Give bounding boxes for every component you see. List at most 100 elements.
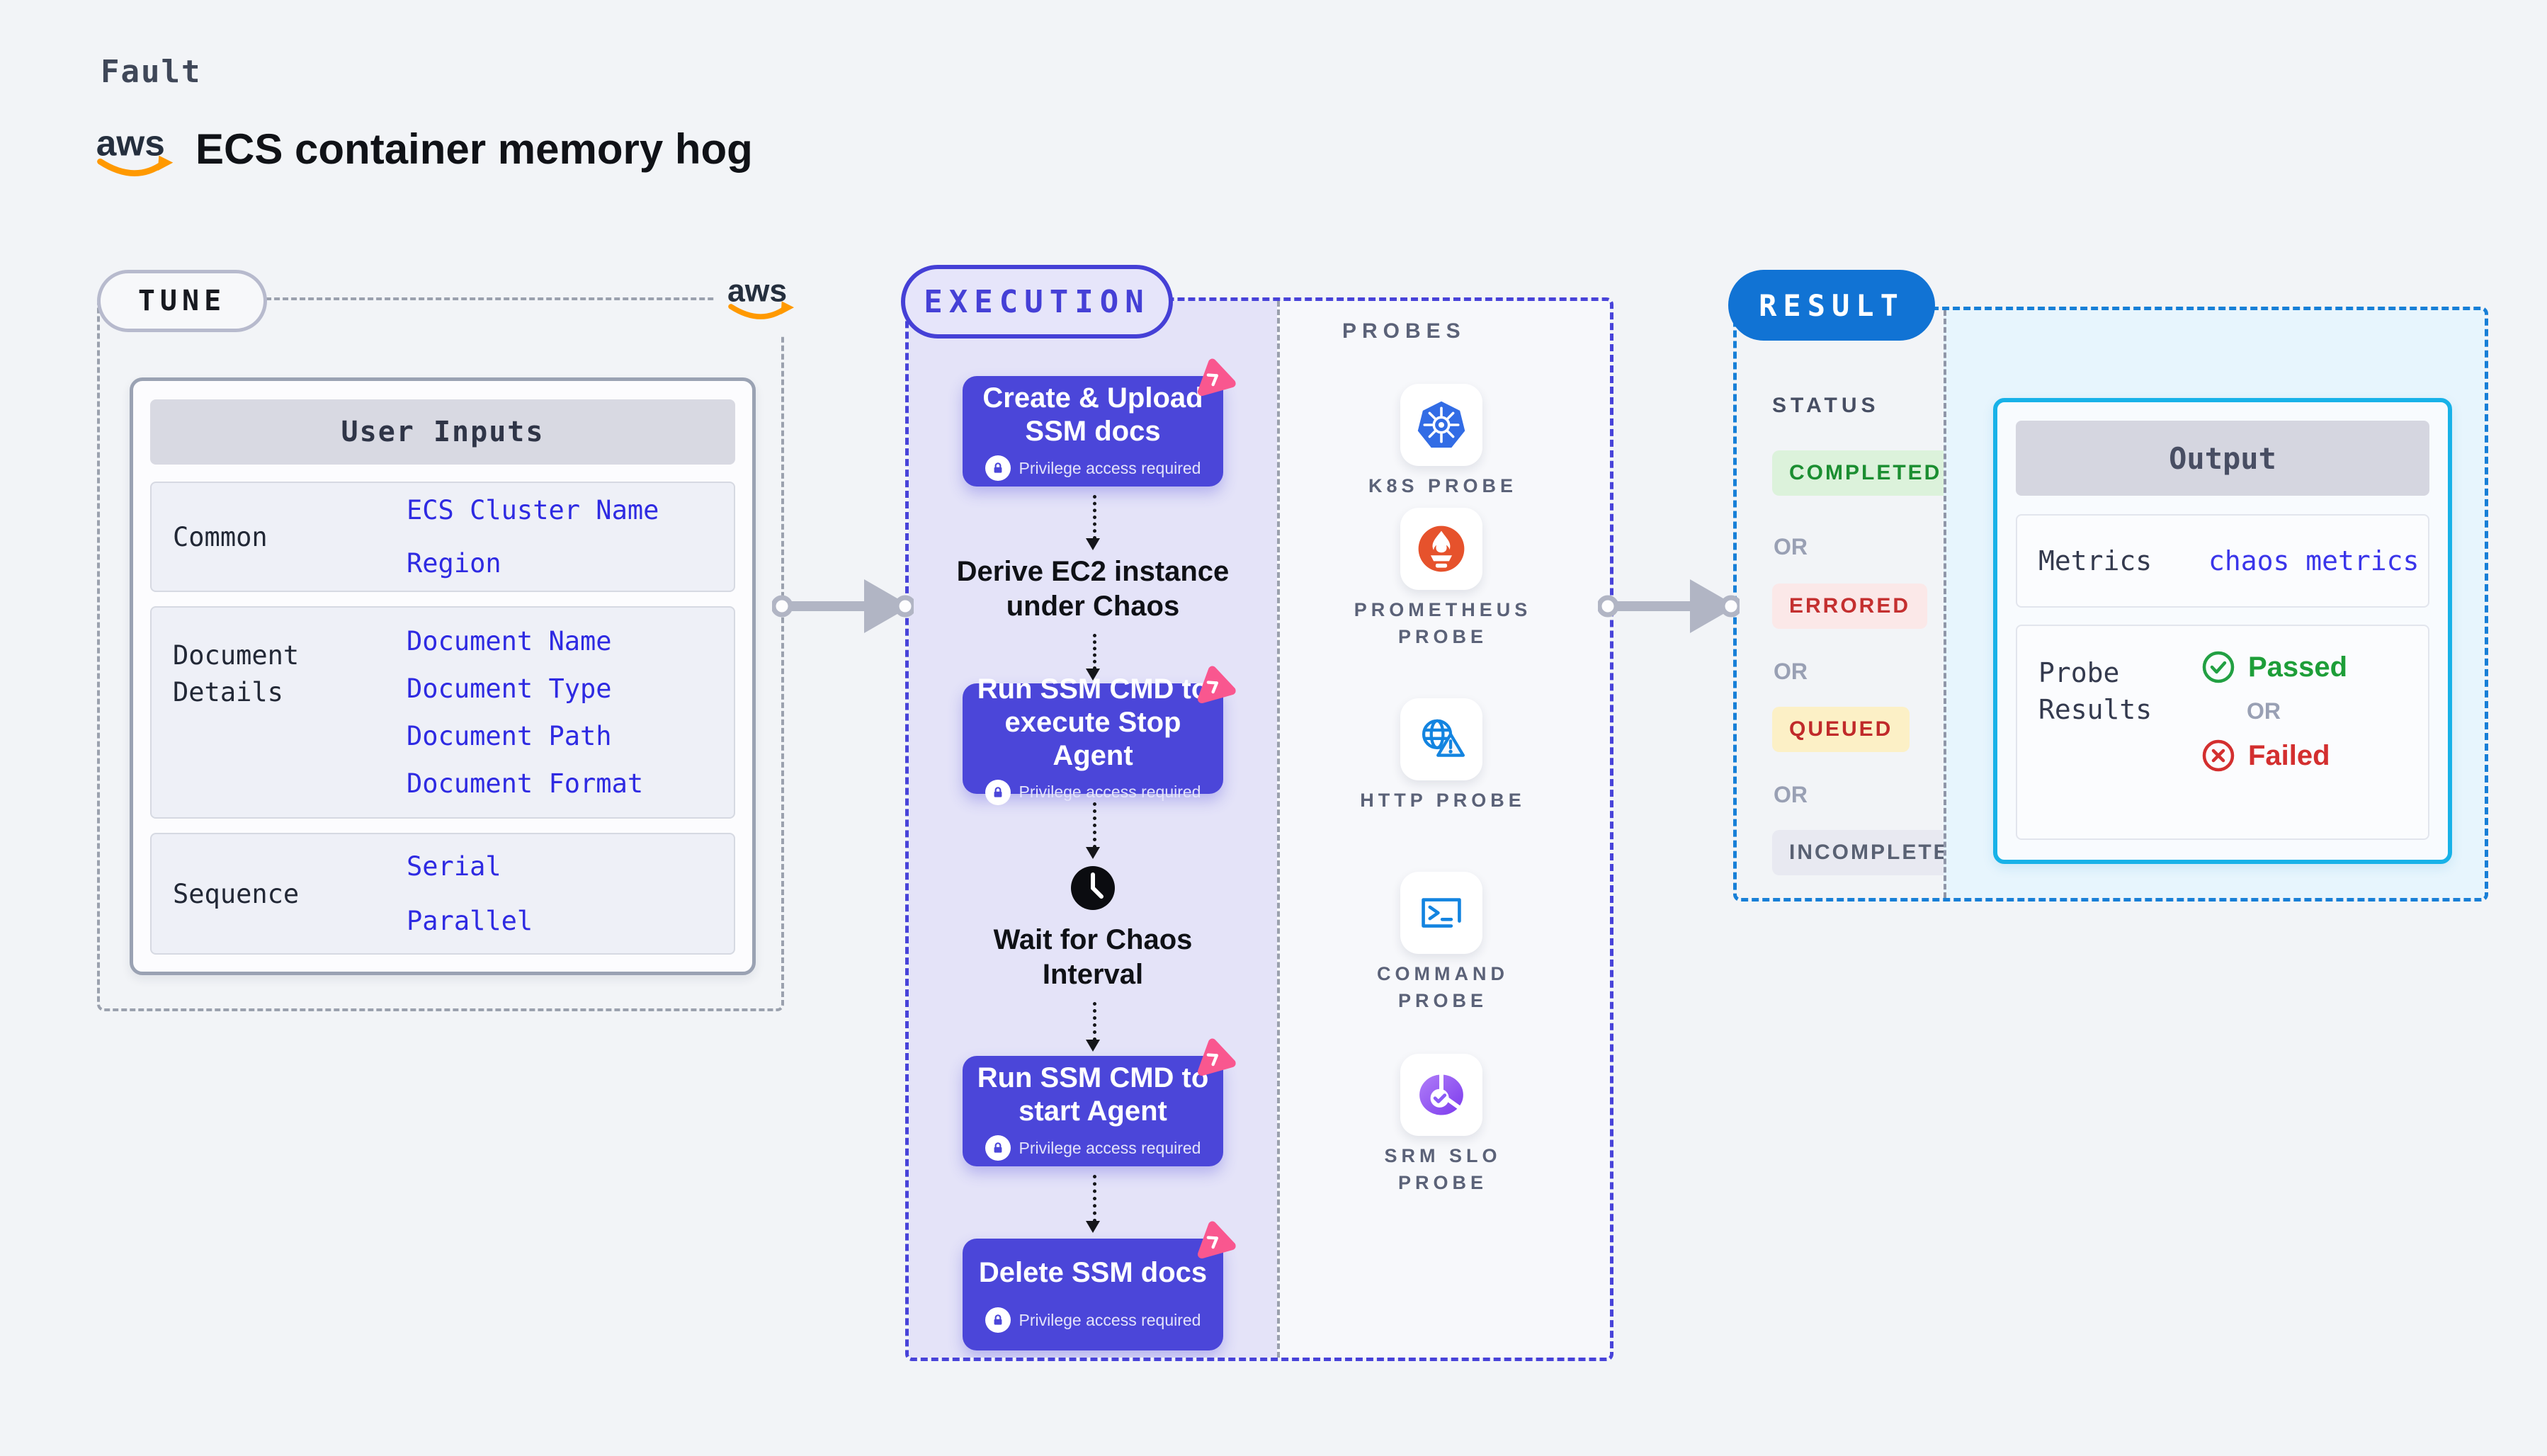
input-value: Parallel (407, 906, 533, 936)
output-header: Output (2016, 421, 2429, 496)
input-group-values: ECS Cluster Name Region (407, 483, 734, 591)
probes-panel: PROBES K8S PROBE (1277, 301, 1610, 1358)
input-group-sequence: Sequence Serial Parallel (150, 833, 735, 955)
input-value: Document Format (407, 768, 644, 799)
execution-steps-panel: Create & Upload SSM docs Privilege acces… (909, 301, 1277, 1358)
probe-results-label: Probe Results (2038, 657, 2152, 725)
metrics-value: chaos metrics (2208, 545, 2420, 576)
step-run-ssm-cmd-start-agent: Run SSM CMD to start Agent Privilege acc… (963, 1038, 1236, 1166)
aws-logo-icon: aws (727, 273, 795, 319)
probe-label-prometheus: PROMETHEUS PROBE (1354, 599, 1532, 647)
metrics-label: Metrics (2038, 545, 2152, 576)
input-group-common: Common ECS Cluster Name Region (150, 482, 735, 592)
step-create-upload-ssm-docs: Create & Upload SSM docs Privilege acces… (963, 358, 1236, 487)
input-value: Document Path (407, 721, 612, 751)
step-label: Delete SSM docs (978, 1257, 1208, 1288)
output-card: Output Metrics chaos metrics Probe Resul… (1993, 398, 2452, 864)
step-delete-ssm-docs: Delete SSM docs Privilege access require… (963, 1221, 1236, 1350)
input-group-label: Sequence (173, 878, 300, 909)
privilege-note-text: Privilege access required (1019, 783, 1201, 801)
input-group-label: Document Details (173, 640, 300, 707)
fault-kicker: Fault (101, 54, 202, 90)
failed-line: Failed (2201, 739, 2347, 773)
failed-label: Failed (2248, 739, 2330, 771)
privilege-note-text: Privilege access required (1019, 458, 1201, 477)
flow-connector (1082, 1002, 1104, 1052)
privilege-note-text: Privilege access required (1019, 1138, 1201, 1157)
input-value: Serial (407, 851, 501, 882)
probe-label-http: HTTP PROBE (1360, 790, 1526, 811)
flow-connector (1082, 1175, 1104, 1233)
step-wait-for-chaos-interval: Wait for Chaos Interval (909, 923, 1277, 992)
step-label: Wait for Chaos (993, 924, 1193, 955)
step-label: Run SSM CMD to (977, 673, 1209, 705)
user-inputs-header: User Inputs (150, 399, 735, 465)
or-label: OR (1774, 534, 1808, 559)
step-label: Create & Upload (982, 382, 1203, 414)
prometheus-icon (1418, 525, 1465, 572)
probe-card-k8s (1400, 384, 1482, 466)
http-probe-icon (1422, 719, 1465, 757)
tune-section-box (97, 297, 784, 1011)
step-label: Run SSM CMD to (977, 1062, 1209, 1093)
status-badge-queued: QUEUED (1772, 707, 1910, 752)
or-label: OR (2247, 698, 2281, 724)
step-label: Interval (1042, 959, 1144, 990)
svg-text:aws: aws (96, 123, 165, 164)
lock-icon (985, 779, 1011, 805)
x-circle-icon (2202, 739, 2235, 772)
command-probe-icon (1422, 898, 1461, 928)
probe-label-command: COMMAND PROBE (1377, 963, 1509, 1011)
aws-logo-icon: aws (96, 123, 174, 176)
probe-results-row: Probe Results Passed OR Failed (2016, 625, 2429, 840)
input-group-label: Common (173, 521, 268, 552)
user-inputs-card: User Inputs Common ECS Cluster Name Regi… (130, 377, 756, 975)
check-circle-icon (2202, 651, 2235, 683)
privilege-note: Privilege access required (985, 779, 1201, 805)
execution-to-result-arrow (1598, 579, 1740, 633)
status-badge-errored: ERRORED (1772, 584, 1928, 629)
privilege-note: Privilege access required (985, 1135, 1201, 1161)
step-label: Derive EC2 instance (956, 556, 1230, 587)
lock-icon (985, 1307, 1011, 1333)
probe-card-prometheus (1400, 508, 1482, 590)
probe-card-srm-slo (1400, 1054, 1482, 1136)
metrics-row: Metrics chaos metrics (2016, 514, 2429, 608)
result-status-column: STATUS COMPLETED OR ERRORED OR QUEUED OR… (1737, 310, 1985, 898)
probe-card-http (1400, 698, 1482, 780)
result-badge: RESULT (1728, 270, 1935, 341)
svg-text:aws: aws (727, 273, 787, 308)
privilege-note-text: Privilege access required (1019, 1310, 1201, 1329)
litmus-chaos-icon (1197, 1038, 1236, 1076)
kubernetes-icon (1417, 401, 1465, 448)
probe-label-srm-slo: SRM SLO PROBE (1384, 1145, 1502, 1193)
privilege-note: Privilege access required (985, 455, 1201, 481)
passed-label: Passed (2248, 651, 2348, 683)
tune-to-execution-arrow (772, 579, 914, 633)
lock-icon (985, 455, 1011, 481)
probe-card-command (1400, 872, 1482, 954)
status-badge-completed: COMPLETED (1772, 450, 1959, 496)
aws-logo-small: aws (714, 256, 807, 336)
or-label: OR (1774, 782, 1808, 807)
passed-line: Passed (2201, 650, 2347, 684)
flow-connector (1082, 802, 1104, 859)
input-value: Document Type (407, 673, 612, 704)
step-label: execute Stop Agent (1004, 706, 1181, 771)
lock-icon (985, 1135, 1011, 1161)
input-value: ECS Cluster Name (407, 495, 659, 525)
litmus-chaos-icon (1197, 666, 1236, 704)
litmus-chaos-icon (1197, 358, 1236, 397)
flow-connector (1082, 495, 1104, 550)
input-group-values: Document Name Document Type Document Pat… (407, 608, 734, 817)
execution-section-box: Create & Upload SSM docs Privilege acces… (905, 297, 1613, 1361)
input-value: Document Name (407, 626, 612, 656)
step-label: under Chaos (1006, 591, 1180, 622)
page-title: ECS container memory hog (195, 125, 753, 173)
probe-label-k8s: K8S PROBE (1368, 475, 1518, 496)
step-derive-ec2-instance: Derive EC2 instance under Chaos (909, 554, 1277, 624)
tune-badge: TUNE (97, 270, 267, 332)
probes-label: PROBES (1342, 319, 1466, 343)
step-label: SSM docs (1025, 416, 1161, 447)
